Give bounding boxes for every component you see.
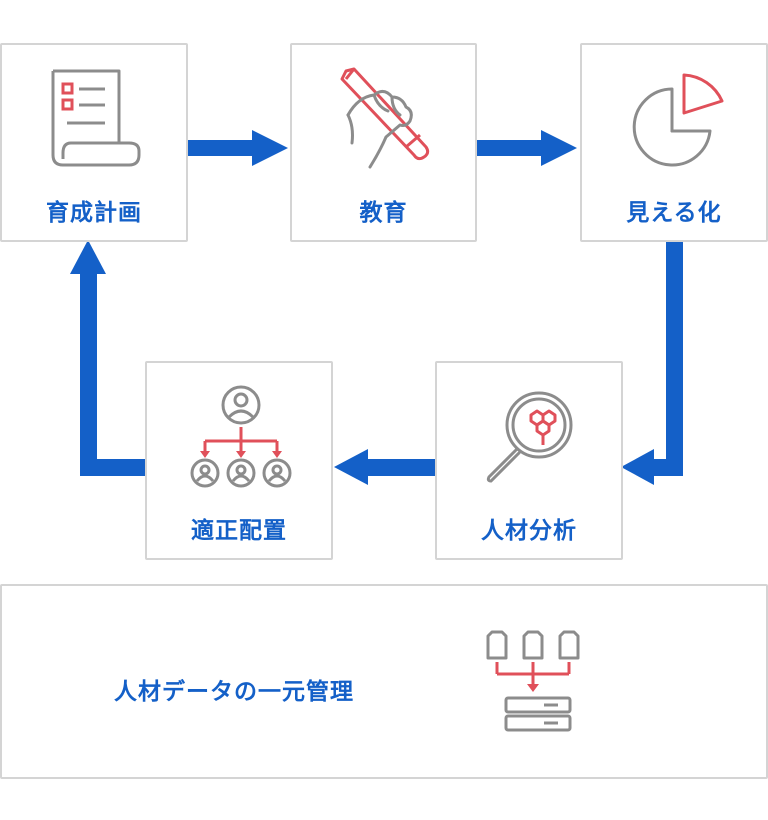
footer-box: 人材データの一元管理 bbox=[0, 584, 768, 779]
step-analysis-label: 人材分析 bbox=[481, 518, 577, 544]
step-analysis-box: 人材分析 bbox=[435, 361, 623, 560]
step-placement-label: 適正配置 bbox=[191, 518, 287, 544]
step-visualization-box: 見える化 bbox=[580, 43, 768, 242]
step-placement-box: 適正配置 bbox=[145, 361, 333, 560]
arrow-plan-to-education bbox=[188, 130, 288, 166]
org-chart-icon bbox=[190, 385, 292, 488]
arrow-visualization-to-analysis bbox=[621, 242, 683, 485]
database-icon bbox=[486, 630, 580, 732]
magnifier-icon bbox=[486, 391, 573, 483]
arrow-placement-to-plan bbox=[70, 240, 147, 476]
arrow-education-to-visualization bbox=[477, 130, 577, 166]
step-education-label: 教育 bbox=[359, 200, 408, 226]
document-icon bbox=[51, 69, 141, 167]
arrow-analysis-to-placement bbox=[334, 449, 436, 485]
step-plan-label: 育成計画 bbox=[46, 200, 142, 226]
step-visualization-label: 見える化 bbox=[626, 200, 722, 226]
step-plan-box: 育成計画 bbox=[0, 43, 188, 242]
pen-hand-icon bbox=[340, 67, 430, 169]
pie-chart-icon bbox=[632, 73, 724, 167]
step-education-box: 教育 bbox=[290, 43, 477, 242]
footer-label: 人材データの一元管理 bbox=[114, 679, 354, 705]
